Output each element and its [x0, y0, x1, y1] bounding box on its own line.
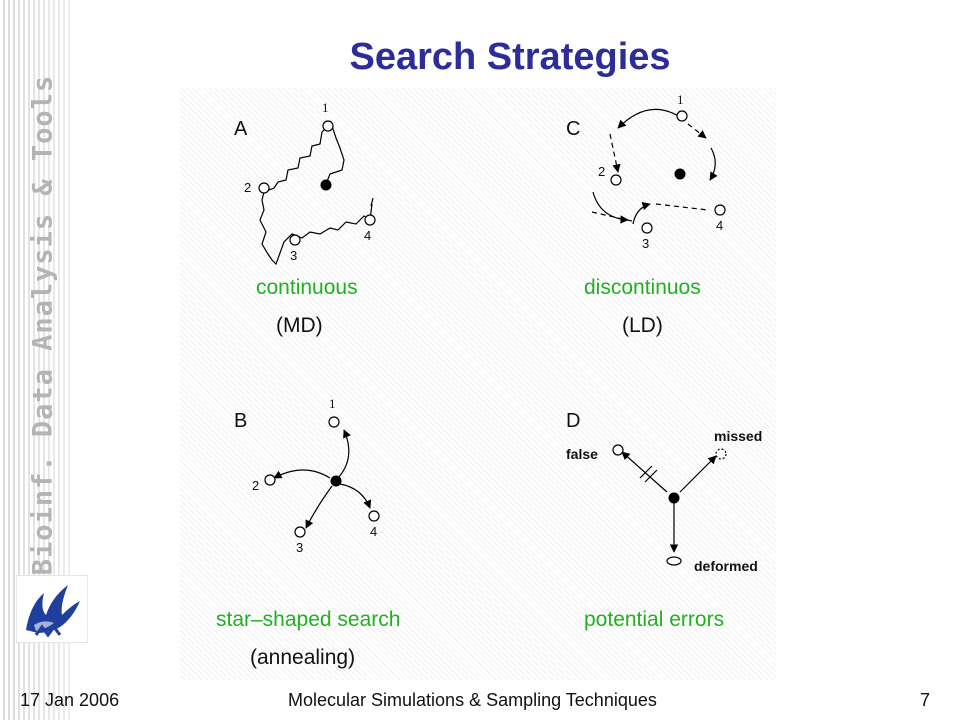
panel-d-arrows [621, 451, 717, 553]
panel-c-arrows [591, 108, 718, 225]
panel-a-point-1-label: 1 [322, 100, 329, 115]
panel-d-false-label: false [566, 446, 598, 462]
panel-b-letter: B [234, 410, 248, 432]
panel-b-arrows [273, 429, 372, 529]
start-dot [320, 179, 332, 191]
panel-d-caption: potential errors [584, 608, 725, 631]
panel-d-markers [612, 444, 727, 566]
panel-a-point-4-label: 4 [364, 228, 372, 243]
sidebar-vertical-title: Bioinf. Data Analysis & Tools [27, 74, 59, 576]
point-4-circle [714, 204, 726, 216]
point-2-circle [264, 474, 276, 486]
panel-a-caption: continuous [256, 276, 358, 299]
point-4-circle [368, 510, 380, 522]
panel-b-caption: star–shaped search [216, 608, 401, 631]
panel-a-point-2-label: 2 [244, 180, 252, 195]
start-dot [330, 475, 342, 487]
point-4-circle [364, 214, 376, 226]
panel-c-point-4-label: 4 [716, 218, 724, 233]
panel-a-subtitle: (MD) [276, 314, 323, 337]
point-3-circle [641, 222, 653, 234]
panel-b-point-1-label: 1 [329, 396, 336, 411]
point-3-circle [289, 234, 301, 246]
footer-course: Molecular Simulations & Sampling Techniq… [288, 690, 657, 710]
panel-a-markers [258, 120, 376, 246]
panel-d-missed-label: missed [714, 428, 763, 444]
strategy-diagrams [258, 108, 727, 566]
panel-b-point-4-label: 4 [370, 524, 378, 539]
panel-a-letter: A [234, 118, 248, 140]
point-2-circle [258, 182, 270, 194]
panel-b-point-3-label: 3 [296, 540, 304, 555]
footer-date: 17 Jan 2006 [20, 690, 120, 710]
missed-circle [715, 448, 727, 460]
panel-b-markers [264, 416, 380, 538]
university-logo [16, 575, 88, 643]
panel-b-point-2-label: 2 [252, 478, 260, 493]
point-1-circle [322, 120, 334, 132]
panel-c-subtitle: (LD) [622, 314, 663, 337]
false-circle [612, 444, 624, 456]
panel-c-point-3-label: 3 [642, 236, 650, 251]
point-1-circle [676, 110, 688, 122]
panel-c-letter: C [566, 118, 581, 140]
search-strategies-figure: A 1 2 3 4 continuous (MD) C 1 2 3 4 disc… [180, 88, 776, 680]
panel-b-subtitle: (annealing) [250, 646, 356, 669]
deformed-ellipse [666, 556, 682, 566]
panel-a-point-3-label: 3 [290, 248, 298, 263]
start-dot [668, 492, 680, 504]
sidebar-stripes [0, 0, 72, 720]
footer-page-number: 7 [920, 690, 931, 710]
panel-d-letter: D [566, 410, 581, 432]
point-3-circle [294, 526, 306, 538]
panel-c-point-1-label: 1 [677, 92, 684, 107]
panel-c-caption: discontinuos [584, 276, 701, 299]
panel-c-point-2-label: 2 [598, 164, 606, 179]
point-2-circle [610, 174, 622, 186]
panel-a-path [259, 125, 374, 266]
panel-c-markers [610, 110, 726, 234]
slide-title: Search Strategies [349, 36, 671, 78]
start-dot [674, 168, 686, 180]
panel-d-deformed-label: deformed [694, 558, 758, 574]
point-1-circle [328, 416, 340, 428]
